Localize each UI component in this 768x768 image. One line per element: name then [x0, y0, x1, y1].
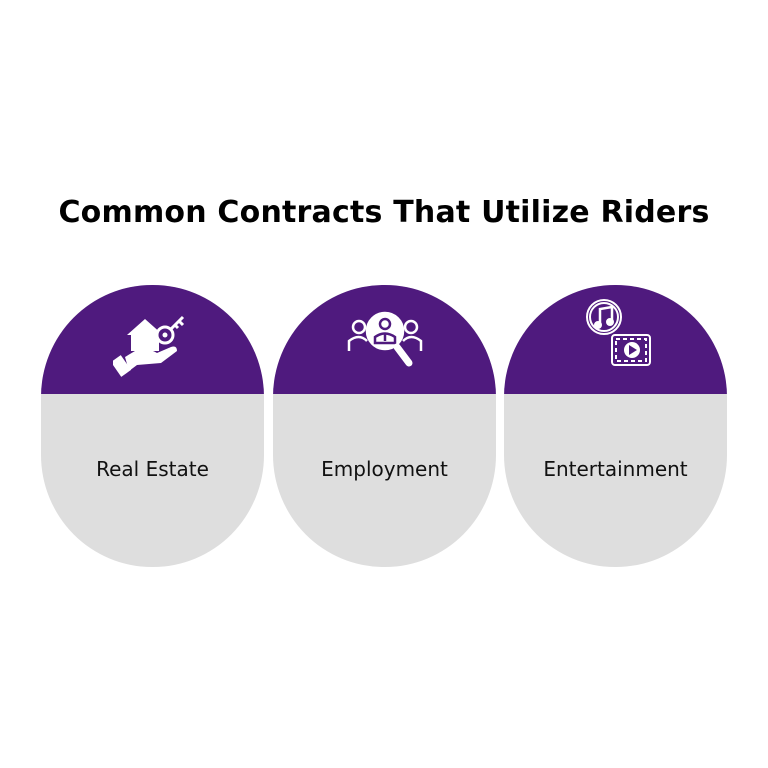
card-real-estate: Real Estate	[41, 285, 264, 567]
card-header	[273, 285, 496, 394]
people-search-icon	[347, 311, 422, 367]
card-entertainment: Entertainment	[504, 285, 727, 567]
house-key-hand-icon	[112, 315, 184, 377]
card-label: Employment	[321, 457, 448, 481]
card-employment: Employment	[273, 285, 496, 567]
page-title: Common Contracts That Utilize Riders	[58, 195, 710, 230]
card-header	[504, 285, 727, 394]
card-label: Real Estate	[96, 457, 209, 481]
card-header	[41, 285, 264, 394]
card-label: Entertainment	[543, 457, 688, 481]
music-video-icon	[585, 299, 651, 366]
